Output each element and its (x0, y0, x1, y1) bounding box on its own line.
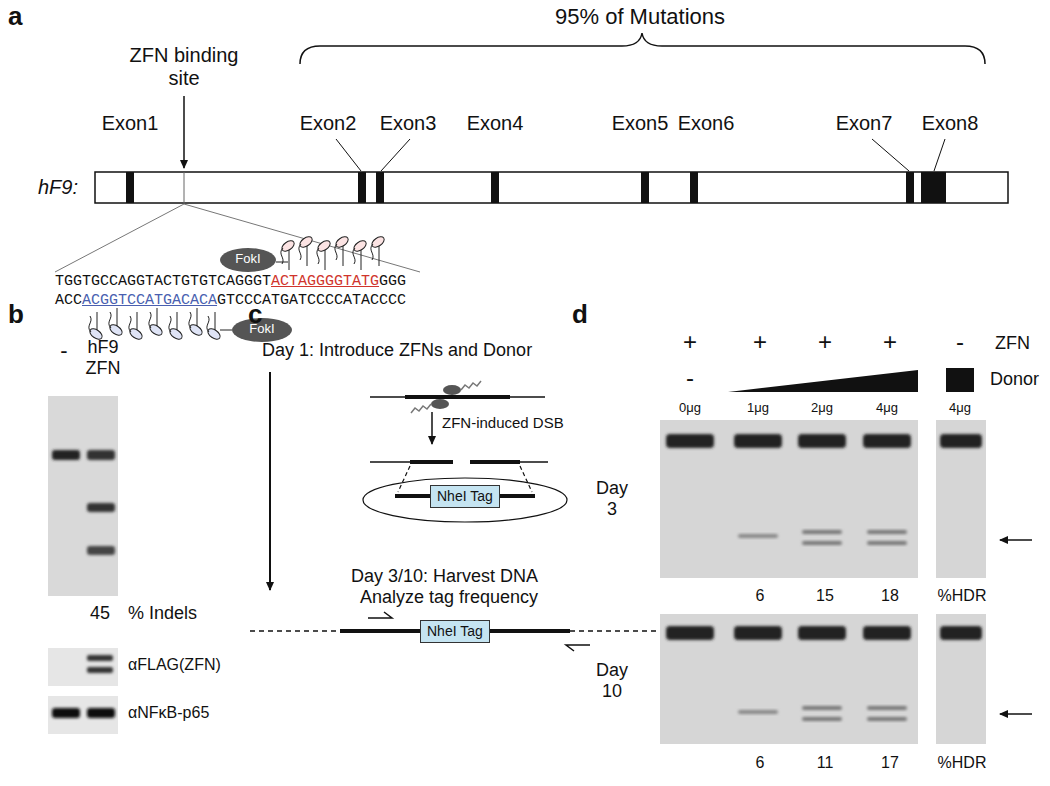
condition-mark: - (956, 328, 964, 356)
dna-sequence: ACC (55, 293, 82, 310)
antibody-label: αFLAG(ZFN) (128, 656, 221, 674)
value-label: 6 (756, 754, 765, 772)
step-label: Day 1: Introduce ZFNs and Donor (262, 340, 532, 361)
time-arrow (269, 372, 271, 590)
donor-ramp (728, 370, 918, 392)
timepoint-label: Day 10 (589, 660, 635, 701)
exon-label: Exon6 (678, 112, 735, 135)
value-label: 6 (756, 587, 765, 605)
amount-label: 0μg (679, 401, 701, 416)
timepoint-label: Day 3 (589, 478, 635, 519)
value-label: 18 (881, 587, 899, 605)
region-label: 95% of Mutations (555, 4, 725, 29)
step-label: Day 3/10: Harvest DNA Analyze tag freque… (300, 566, 538, 607)
tag-label: NheI Tag (437, 488, 493, 505)
condition-label: Donor (990, 369, 1039, 390)
leader-lines (336, 139, 945, 171)
axis-label: % Indels (128, 603, 197, 624)
panel-letter: d (572, 300, 588, 330)
lane-label: hF9 ZFN (77, 337, 129, 378)
site-label: ZFN binding site (128, 44, 240, 90)
band-arrow (1000, 713, 1032, 715)
condition-mark: + (753, 328, 767, 356)
exon-label: Exon1 (102, 112, 159, 135)
value-label: 15 (816, 587, 834, 605)
gel-image (660, 420, 986, 744)
axis-label: %HDR (938, 587, 987, 605)
panel-letter: b (8, 300, 24, 330)
tag-box: NheI Tag (430, 485, 500, 508)
amount-label: 2μg (811, 401, 833, 416)
panel-letter: a (8, 2, 22, 32)
amount-label: 4μg (949, 401, 971, 416)
lane-label: - (60, 338, 67, 363)
antibody-label: αNFκB-p65 (128, 704, 209, 722)
gel-image (48, 396, 118, 734)
donor-square (946, 368, 974, 392)
dna-sequence: GGG (379, 274, 406, 291)
tag-box: NheI Tag (420, 620, 490, 643)
site-arrow (183, 96, 185, 168)
gene-bar (95, 172, 1008, 203)
condition-mark: + (818, 328, 832, 356)
amount-label: 4μg (876, 401, 898, 416)
tag-label: NheI Tag (427, 623, 483, 640)
dna-sequence: GTCCCATGATCCCCATACCCC (217, 293, 406, 310)
condition-label: ZFN (995, 333, 1030, 354)
exon-label: Exon2 (300, 112, 357, 135)
amount-label: 1μg (747, 401, 769, 416)
zoom-lines (55, 204, 420, 272)
value-label: 17 (881, 754, 899, 772)
gene-name: hF9: (38, 176, 78, 199)
value-label: 45 (90, 603, 110, 624)
binding-sequence: ACGGTCCATGACACA (82, 293, 217, 310)
step-label: ZFN-induced DSB (442, 414, 564, 431)
exon-label: Exon4 (467, 112, 524, 135)
value-label: 11 (817, 754, 834, 772)
bracket (300, 33, 985, 64)
exon-label: Exon8 (922, 112, 979, 135)
exon-label: Exon3 (380, 112, 437, 135)
condition-mark: + (883, 328, 897, 356)
binding-sequence: ACTAGGGGTATG (271, 274, 379, 291)
panel-letter: c (248, 300, 262, 330)
band-arrow (1000, 539, 1032, 541)
exon-label: Exon7 (836, 112, 893, 135)
condition-mark: - (686, 364, 694, 392)
nuclease-label: FokI (235, 252, 260, 267)
dna-schematic (250, 381, 660, 651)
dna-sequence: TGGTGCCAGGTACTGTGTCAGGGT (55, 274, 271, 291)
condition-mark: + (683, 328, 697, 356)
exon-label: Exon5 (612, 112, 669, 135)
axis-label: %HDR (938, 754, 987, 772)
